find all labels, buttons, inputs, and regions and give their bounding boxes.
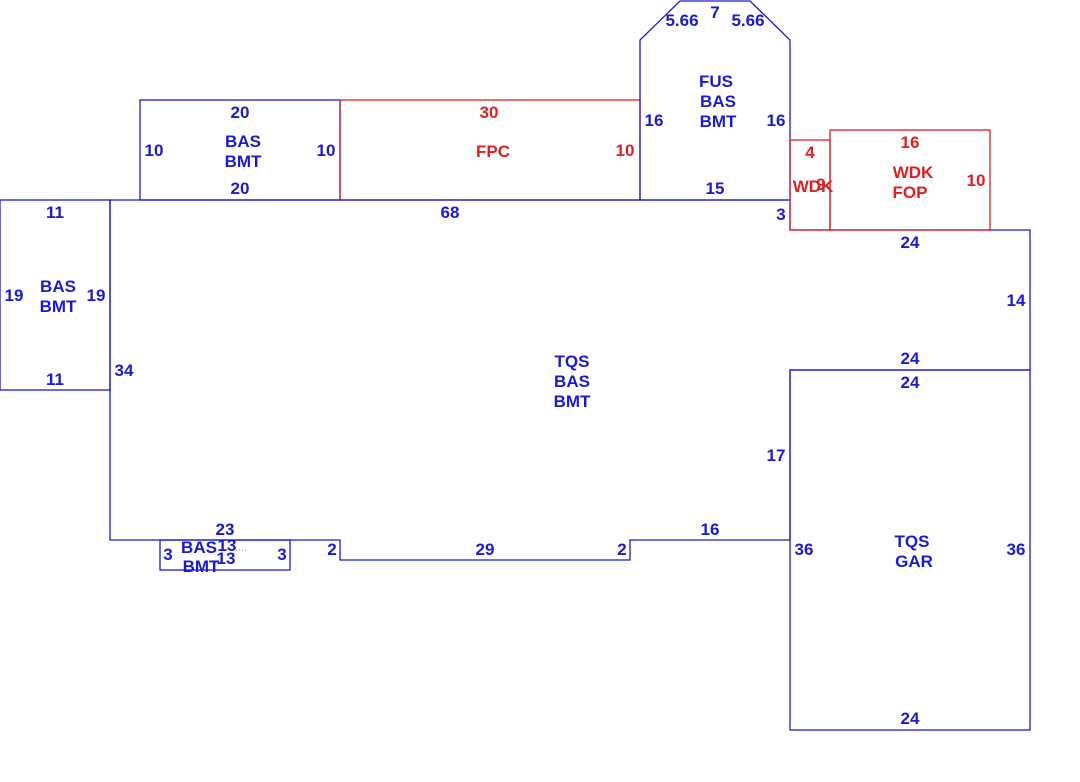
dim-main-ext-top: 24 xyxy=(901,233,920,252)
tower-label-2: BAS xyxy=(700,92,736,111)
dim-garage-top: 24 xyxy=(901,373,920,392)
dim-main-bottom-left: 23 xyxy=(216,520,235,539)
dim-tower-bottom: 15 xyxy=(706,179,725,198)
dim-main-notch-left: 2 xyxy=(327,540,336,559)
dim-tower-top: 7 xyxy=(710,3,719,22)
deck-large-label-2: FOP xyxy=(893,183,928,202)
bump-label-2: BMT xyxy=(183,557,220,576)
dim-deck-large-right: 10 xyxy=(967,171,986,190)
main-label-2: BAS xyxy=(554,372,590,391)
dim-garage-bottom: 24 xyxy=(901,709,920,728)
dim-garage-left: 36 xyxy=(795,540,814,559)
left-wing-label-1: BAS xyxy=(40,277,76,296)
dim-tower-bevel-left: 5.66 xyxy=(665,11,698,30)
tower-label-3: BMT xyxy=(700,112,737,131)
deck-large-label-1: WDK xyxy=(893,163,934,182)
dim-main-step: 3 xyxy=(776,205,785,224)
dim-main-ext-right: 14 xyxy=(1007,291,1026,310)
garage-label-1: TQS xyxy=(895,532,930,551)
dim-porch-top: 30 xyxy=(480,103,499,122)
dim-bump-top: 13 xyxy=(218,536,237,555)
dim-tower-bevel-right: 5.66 xyxy=(731,11,764,30)
porch-label: FPC xyxy=(476,142,510,161)
dim-bump-left: 3 xyxy=(163,545,172,564)
dim-top-left-right: 10 xyxy=(317,141,336,160)
dim-main-ext-bottom: 24 xyxy=(901,349,920,368)
dim-deck-large-top: 16 xyxy=(901,133,920,152)
garage-label-2: GAR xyxy=(895,552,933,571)
tower-label-1: FUS xyxy=(699,72,733,91)
dim-main-notch-bottom: 29 xyxy=(476,540,495,559)
garage-outline xyxy=(789,369,1031,731)
bump-outline xyxy=(159,539,291,571)
dim-garage-right: 36 xyxy=(1007,540,1026,559)
deck-small-label: WDK xyxy=(793,177,834,196)
main-label-3: BMT xyxy=(554,392,591,411)
dim-left-wing-top: 11 xyxy=(46,203,64,222)
dim-top-left-top: 20 xyxy=(231,103,250,122)
bump-label-1: BAS xyxy=(181,538,217,557)
main-label-1: TQS xyxy=(555,352,590,371)
dim-left-wing-left: 19 xyxy=(5,286,24,305)
dim-main-top: 68 xyxy=(441,203,460,222)
dim-main-bottom-right: 16 xyxy=(701,520,720,539)
left-wing-label-2: BMT xyxy=(40,297,77,316)
dim-porch-left: 10 xyxy=(616,141,635,160)
deck-large-outline xyxy=(829,129,991,231)
top-left-box-label-1: BAS xyxy=(225,132,261,151)
dim-left-wing-bottom: 11 xyxy=(46,370,64,389)
dim-tower-left: 16 xyxy=(645,111,664,130)
dim-tower-right: 16 xyxy=(767,111,786,130)
dim-main-left: 34 xyxy=(115,361,134,380)
dim-main-inner-right: 17 xyxy=(767,446,786,465)
dim-bump-bottom: 13 xyxy=(217,549,236,568)
dim-bump-right: 3 xyxy=(277,545,286,564)
dim-left-wing-right: 19 xyxy=(87,286,106,305)
dim-main-notch-right: 2 xyxy=(617,540,626,559)
dim-top-left-bottom: 20 xyxy=(231,179,250,198)
dim-deck-small-left: 9 xyxy=(816,175,825,194)
dim-deck-small-top: 4 xyxy=(805,143,815,162)
top-left-box-label-2: BMT xyxy=(225,152,262,171)
dim-top-left-left: 10 xyxy=(145,141,164,160)
